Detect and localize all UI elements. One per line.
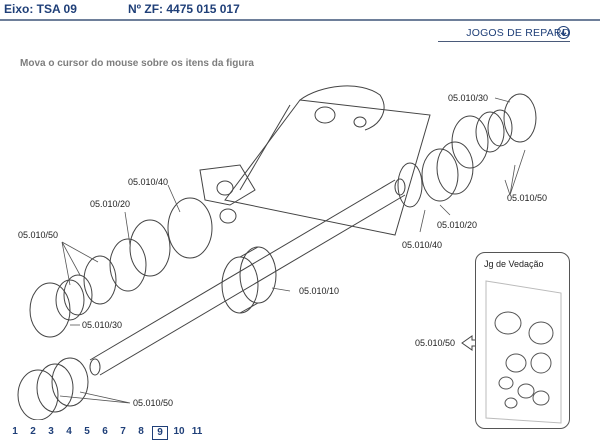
label-05-010-50-panel[interactable]: 05.010/50 (415, 338, 455, 348)
axle-title: Eixo: TSA 09 (4, 2, 77, 16)
seal-set-bottom[interactable] (17, 357, 89, 420)
page-link-10[interactable]: 10 (173, 426, 185, 437)
seal-set-right[interactable] (451, 93, 537, 169)
page-link-3[interactable]: 3 (48, 426, 54, 437)
label-05-010-20-upper[interactable]: 05.010/20 (90, 199, 130, 209)
repair-kits-underline (438, 41, 570, 42)
label-05-010-20-right[interactable]: 05.010/20 (437, 220, 477, 230)
label-05-010-40-right[interactable]: 05.010/40 (402, 240, 442, 250)
seal-kit-panel[interactable]: Jg de Vedação (475, 252, 570, 429)
guide-bushing-right[interactable] (397, 141, 474, 208)
page-link-8[interactable]: 8 (138, 426, 144, 437)
label-05-010-50-right[interactable]: 05.010/50 (507, 193, 547, 203)
page-link-9-current[interactable]: 9 (152, 426, 168, 440)
exploded-diagram: 05.010/30 05.010/50 05.010/40 05.010/20 … (17, 85, 547, 420)
page-link-7[interactable]: 7 (120, 426, 126, 437)
label-05-010-10[interactable]: 05.010/10 (299, 286, 339, 296)
page-link-11[interactable]: 11 (191, 426, 203, 437)
header-divider (0, 19, 600, 21)
cylinder-body[interactable] (199, 85, 431, 236)
page-link-5[interactable]: 5 (84, 426, 90, 437)
arrow-down-circle-icon[interactable] (557, 26, 570, 39)
label-05-010-30-left[interactable]: 05.010/30 (82, 320, 122, 330)
page-link-6[interactable]: 6 (102, 426, 108, 437)
page-link-1[interactable]: 1 (12, 426, 18, 437)
label-05-010-50-bottom[interactable]: 05.010/50 (133, 398, 173, 408)
label-05-010-30-top[interactable]: 05.010/30 (448, 93, 488, 103)
page-link-4[interactable]: 4 (66, 426, 72, 437)
repair-kits-link[interactable]: JOGOS DE REPARO (466, 27, 570, 39)
hover-hint: Mova o cursor do mouse sobre os itens da… (20, 58, 254, 69)
seal-kit-title: Jg de Vedação (484, 259, 544, 269)
leader-lines (59, 97, 526, 404)
page-link-2[interactable]: 2 (30, 426, 36, 437)
seal-set-left[interactable] (29, 197, 213, 338)
piston[interactable] (221, 246, 277, 314)
page-navigator: 1 2 3 4 5 6 7 8 9 10 11 (6, 426, 206, 440)
zf-number: Nº ZF: 4475 015 017 (128, 2, 240, 16)
label-05-010-50-left[interactable]: 05.010/50 (18, 230, 58, 240)
seal-kit-image (485, 280, 562, 424)
header-bar: Eixo: TSA 09 Nº ZF: 4475 015 017 (0, 0, 600, 21)
label-05-010-40-upper[interactable]: 05.010/40 (128, 177, 168, 187)
piston-rod[interactable] (89, 178, 406, 376)
